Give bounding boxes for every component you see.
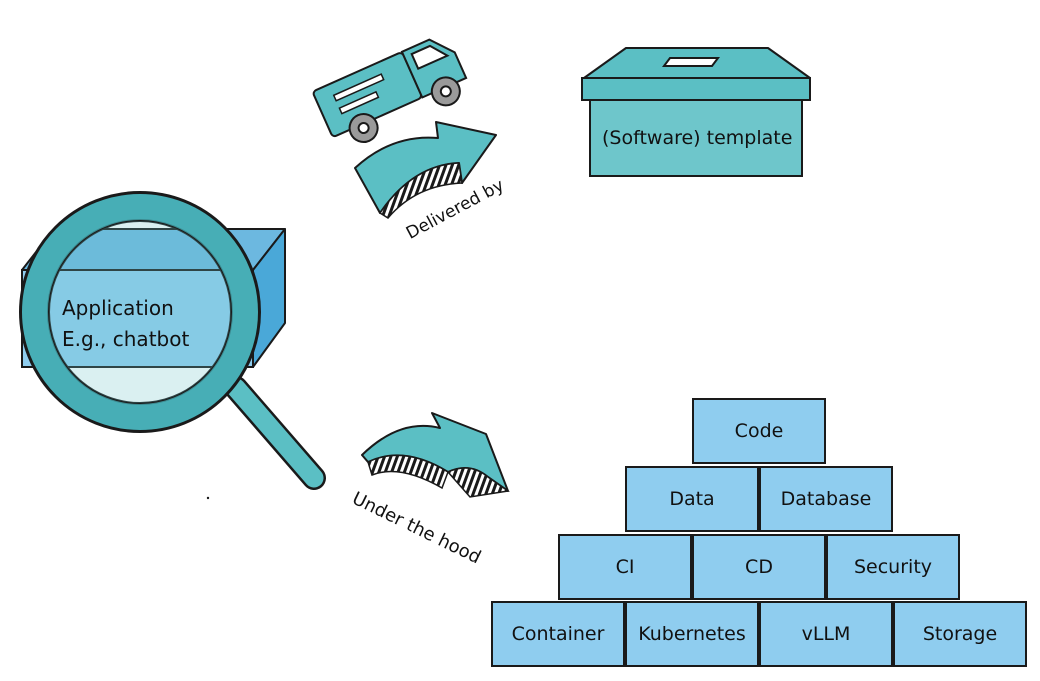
brick-cd: CD (692, 534, 826, 600)
template-box-icon (581, 47, 811, 177)
template-box-label: (Software) template (602, 127, 793, 149)
delivered-arrow-icon (354, 121, 497, 219)
brick-code: Code (692, 398, 826, 464)
application-title: Application (62, 296, 174, 320)
under-hood-arrow-icon (361, 412, 510, 498)
brick-container: Container (491, 601, 625, 667)
magnifying-glass-icon (19, 191, 326, 490)
brick-vllm: vLLM (759, 601, 893, 667)
brick-ci: CI (558, 534, 692, 600)
application-example: E.g., chatbot (62, 327, 190, 351)
brick-database: Database (759, 466, 893, 532)
brick-security: Security (826, 534, 960, 600)
brick-kubernetes: Kubernetes (625, 601, 759, 667)
brick-storage: Storage (893, 601, 1027, 667)
stray-dot (206, 496, 210, 500)
truck-icon (312, 38, 468, 143)
brick-data: Data (625, 466, 759, 532)
